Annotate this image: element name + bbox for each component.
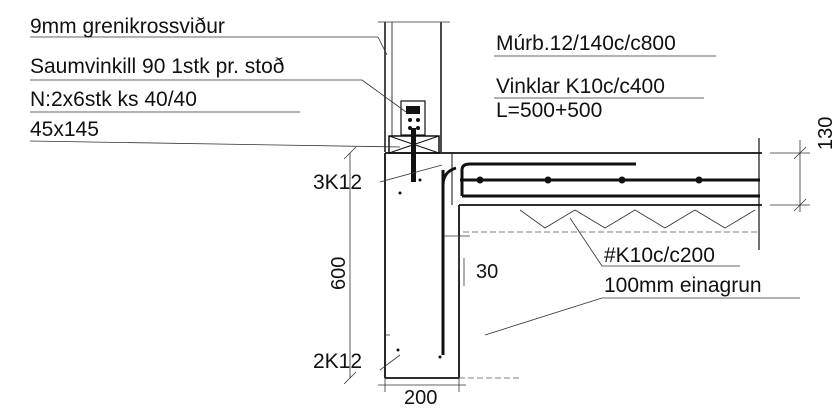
reinforcement-top-label: Múrb.12/140c/c800 <box>496 32 676 55</box>
angle-bracket-label: Saumvinkill 90 1stk pr. stoð <box>30 55 284 78</box>
concrete-slab <box>441 138 762 250</box>
timber-label: 45x145 <box>30 118 99 141</box>
angle-bracket <box>400 100 426 136</box>
insulation-label: 100mm einagrun <box>604 274 762 297</box>
mesh-label: #K10c/c200 <box>604 244 715 267</box>
corner-bar-length-label: L=500+500 <box>496 99 602 122</box>
corner-bars-label: Vinklar K10c/c400 <box>496 75 665 98</box>
concrete-wall <box>384 152 460 379</box>
nails-label: N:2x6stk ks 40/40 <box>30 88 197 111</box>
insulation <box>463 209 760 233</box>
wall-height-dimension: 600 <box>328 257 350 290</box>
anchor-bolt <box>411 128 416 182</box>
offset-dimension: 30 <box>476 261 498 283</box>
bars-bottom-label: 2K12 <box>313 350 362 373</box>
leader-lines <box>29 36 800 371</box>
ground-lines <box>385 334 520 379</box>
wall-width-dimension: 200 <box>404 387 437 408</box>
bars-top-label: 3K12 <box>313 171 362 194</box>
dimension-lines <box>343 140 810 392</box>
timber-stud <box>378 21 450 152</box>
slab-thickness-dimension: 130 <box>815 117 837 150</box>
plywood-label: 9mm grenikrossviður <box>30 15 225 38</box>
